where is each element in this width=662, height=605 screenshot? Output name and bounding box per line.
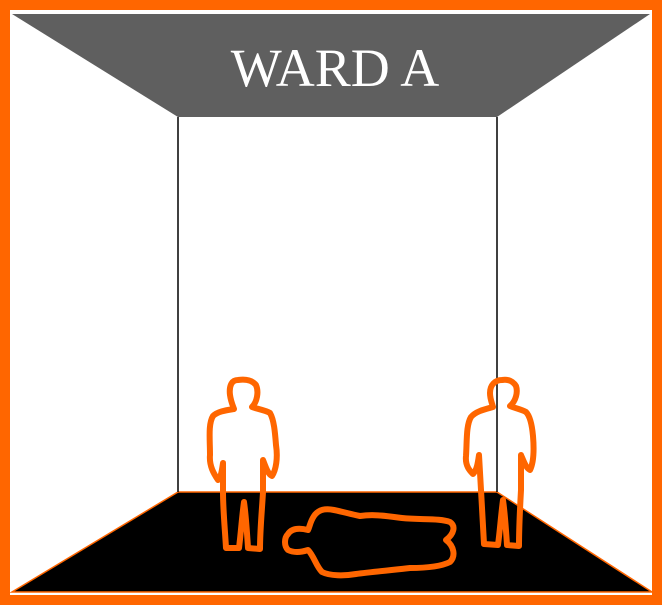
ward-title: WARD A	[231, 38, 440, 98]
